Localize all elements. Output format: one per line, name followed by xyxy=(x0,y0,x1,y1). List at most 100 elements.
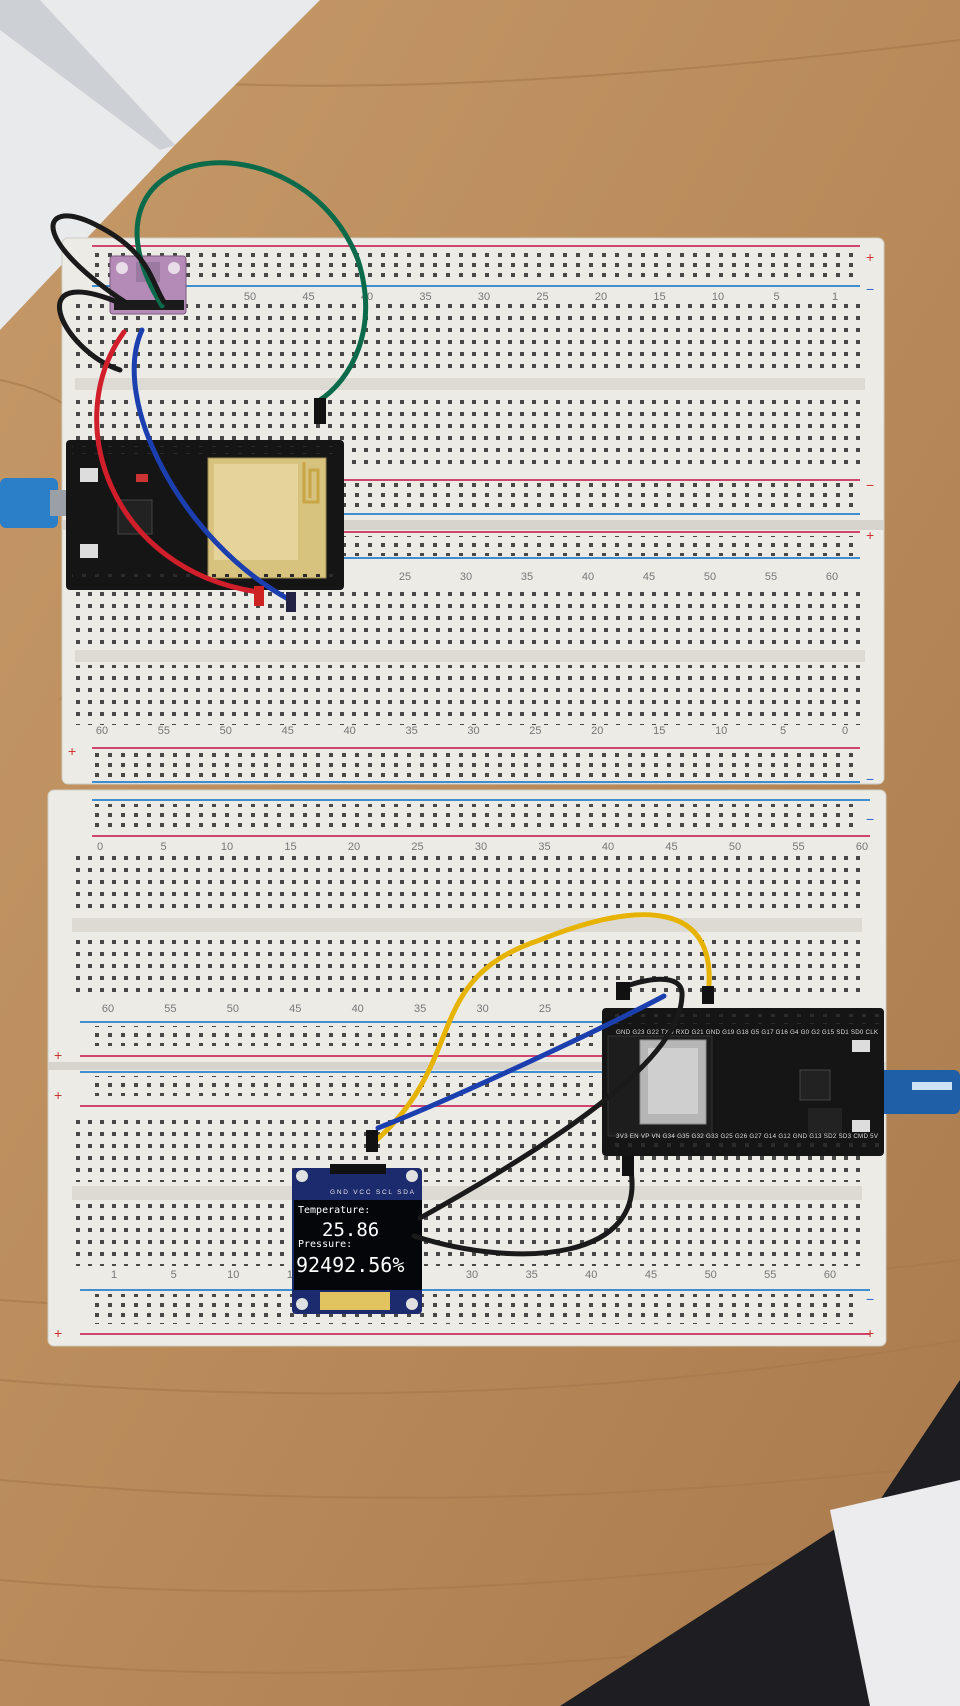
column-number: 10 xyxy=(227,1269,239,1281)
column-number: 55 xyxy=(792,841,804,853)
column-number: 25 xyxy=(529,725,541,737)
svg-text:−: − xyxy=(866,1291,874,1307)
esp8266-board xyxy=(66,440,344,590)
column-number: 45 xyxy=(665,841,677,853)
column-number: 35 xyxy=(521,571,533,583)
oled-module xyxy=(292,1164,422,1314)
column-number: 60 xyxy=(102,1003,114,1015)
column-number: 30 xyxy=(460,571,472,583)
column-number: 10 xyxy=(715,725,727,737)
column-number: 30 xyxy=(478,291,490,303)
column-number: 5 xyxy=(160,841,166,853)
column-number: 5 xyxy=(780,725,786,737)
column-number: 55 xyxy=(158,725,170,737)
wire-red xyxy=(94,329,261,595)
oled-temperature-value: 25.86 xyxy=(322,1219,379,1241)
svg-text:+: + xyxy=(68,743,76,759)
column-number: 1 xyxy=(832,291,838,303)
rail-symbols-top: + − − + + − xyxy=(68,249,874,787)
rail-symbols-bottom: −+ +− ++ xyxy=(54,811,874,1341)
column-number: 40 xyxy=(352,1003,364,1015)
column-number: 60 xyxy=(856,841,868,853)
paper-sheet-shade xyxy=(0,0,175,150)
wire-black-bottom-1 xyxy=(417,976,685,1221)
column-number: 40 xyxy=(602,841,614,853)
column-number: 50 xyxy=(705,1269,717,1281)
esp32-top-pin-labels: GND G23 G22 TXD RXD G21 GND G19 G18 G5 G… xyxy=(616,1029,879,1036)
svg-text:+: + xyxy=(54,1087,62,1103)
wire-blue-bottom xyxy=(375,993,667,1131)
svg-text:−: − xyxy=(866,811,874,827)
column-number: 50 xyxy=(220,725,232,737)
oled-header-pins: GND VCC SCL SDA xyxy=(330,1189,415,1196)
column-number: 5 xyxy=(773,291,779,303)
column-number: 40 xyxy=(344,725,356,737)
column-number: 35 xyxy=(419,291,431,303)
column-number: 1 xyxy=(111,1269,117,1281)
column-number: 20 xyxy=(348,841,360,853)
column-number: 60 xyxy=(824,1269,836,1281)
column-number: 20 xyxy=(591,725,603,737)
column-number: 55 xyxy=(765,571,777,583)
column-number: 35 xyxy=(414,1003,426,1015)
column-number: 45 xyxy=(282,725,294,737)
column-number: 10 xyxy=(712,291,724,303)
svg-text:+: + xyxy=(866,249,874,265)
column-number: 25 xyxy=(536,291,548,303)
column-number: 0 xyxy=(842,725,848,737)
wire-black-left xyxy=(57,289,125,373)
column-number: 40 xyxy=(582,571,594,583)
esp32-board xyxy=(602,1008,884,1156)
column-number: 30 xyxy=(466,1269,478,1281)
column-number: 30 xyxy=(467,725,479,737)
column-number: 20 xyxy=(595,291,607,303)
column-number: 15 xyxy=(284,841,296,853)
column-number: 50 xyxy=(244,291,256,303)
column-number: 50 xyxy=(729,841,741,853)
svg-text:−: − xyxy=(866,477,874,493)
column-number: 35 xyxy=(526,1269,538,1281)
column-number: 55 xyxy=(764,1269,776,1281)
column-number: 25 xyxy=(411,841,423,853)
oled-temperature-label: Temperature: xyxy=(298,1205,370,1216)
wire-blue-top xyxy=(131,327,293,603)
column-number: 0 xyxy=(97,841,103,853)
wire-black-top xyxy=(50,213,167,307)
white-object xyxy=(830,1480,960,1706)
wire-black-bottom-2 xyxy=(411,1163,635,1257)
column-number: 35 xyxy=(538,841,550,853)
column-number: 45 xyxy=(289,1003,301,1015)
oled-pressure-value: 92492.56% xyxy=(296,1253,404,1277)
jumper-wires xyxy=(50,160,712,1257)
wire-green xyxy=(134,160,369,403)
svg-text:−: − xyxy=(866,281,874,297)
column-number: 45 xyxy=(645,1269,657,1281)
svg-text:+: + xyxy=(866,527,874,543)
column-number: 30 xyxy=(475,841,487,853)
svg-text:+: + xyxy=(54,1047,62,1063)
breadboard-top xyxy=(61,237,885,785)
column-number: 30 xyxy=(476,1003,488,1015)
esp32-bottom-pin-labels: 3V3 EN VP VN G34 G35 G32 G33 G25 G26 G27… xyxy=(616,1133,879,1140)
column-number: 15 xyxy=(653,291,665,303)
column-number: 25 xyxy=(399,571,411,583)
usb-cable-left xyxy=(0,478,80,528)
column-number: 10 xyxy=(221,841,233,853)
column-number: 55 xyxy=(164,1003,176,1015)
column-number: 60 xyxy=(96,725,108,737)
column-number: 35 xyxy=(405,725,417,737)
column-number: 40 xyxy=(585,1269,597,1281)
column-number: 45 xyxy=(643,571,655,583)
column-number: 50 xyxy=(704,571,716,583)
oled-pressure-label: Pressure: xyxy=(298,1239,352,1250)
column-number: 45 xyxy=(302,291,314,303)
column-number: 15 xyxy=(653,725,665,737)
column-number: 60 xyxy=(826,571,838,583)
svg-text:−: − xyxy=(866,771,874,787)
wire-yellow xyxy=(369,912,712,1147)
column-number: 25 xyxy=(539,1003,551,1015)
oled-screen xyxy=(294,1200,422,1290)
svg-text:+: + xyxy=(54,1325,62,1341)
column-number: 5 xyxy=(171,1269,177,1281)
